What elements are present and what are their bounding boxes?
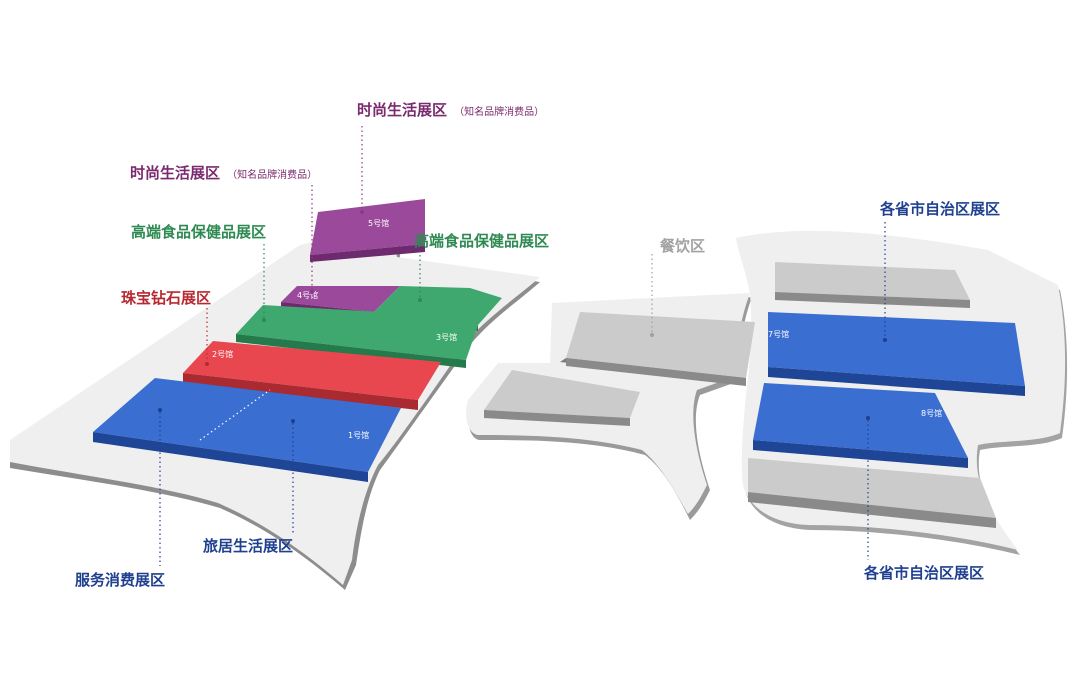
zone-fashion-mid: 时尚生活展区 （知名品牌消费品） (130, 163, 317, 182)
zone-fashion-mid-title: 时尚生活展区 (130, 164, 220, 182)
gray-building-top-right (775, 262, 970, 308)
hall-2-label: 2号馆 (212, 349, 233, 359)
hall-1-label: 1号馆 (348, 430, 369, 440)
hall-5-label: 5号馆 (368, 218, 389, 228)
small-gray-building (484, 370, 640, 426)
hall-2[interactable]: 2号馆 (183, 341, 441, 410)
hall-8-label: 8号馆 (921, 408, 942, 418)
zone-dining: 餐饮区 (660, 237, 705, 255)
zone-fashion-top: 时尚生活展区 （知名品牌消费品） (357, 100, 544, 119)
zone-jewelry: 珠宝钻石展区 (121, 289, 211, 307)
dining-building (560, 312, 755, 386)
hall-4-label: 4号馆 (297, 290, 318, 300)
hall-5[interactable]: 5号馆 (310, 199, 425, 262)
gray-building-bottom-right (748, 458, 996, 528)
zone-food-right: 高端食品保健品展区 (414, 232, 549, 250)
hall-7-label: 7号馆 (768, 329, 789, 339)
hall-3-label: 3号馆 (436, 332, 457, 342)
hall-1[interactable]: 1号馆 (93, 378, 401, 482)
zone-fashion-mid-sub: （知名品牌消费品） (227, 168, 317, 181)
zone-food-left: 高端食品保健品展区 (131, 223, 266, 241)
hall-8[interactable]: 8号馆 (753, 383, 968, 468)
hall-7[interactable]: 7号馆 (768, 312, 1025, 396)
zone-service: 服务消费展区 (75, 571, 165, 589)
zone-fashion-top-title: 时尚生活展区 (357, 101, 447, 119)
zone-travel: 旅居生活展区 (203, 537, 293, 555)
zone-fashion-top-sub: （知名品牌消费品） (454, 105, 544, 118)
zone-province-top: 各省市自治区展区 (879, 200, 1000, 218)
leader-lines (158, 126, 887, 566)
zone-province-bottom: 各省市自治区展区 (863, 564, 984, 582)
